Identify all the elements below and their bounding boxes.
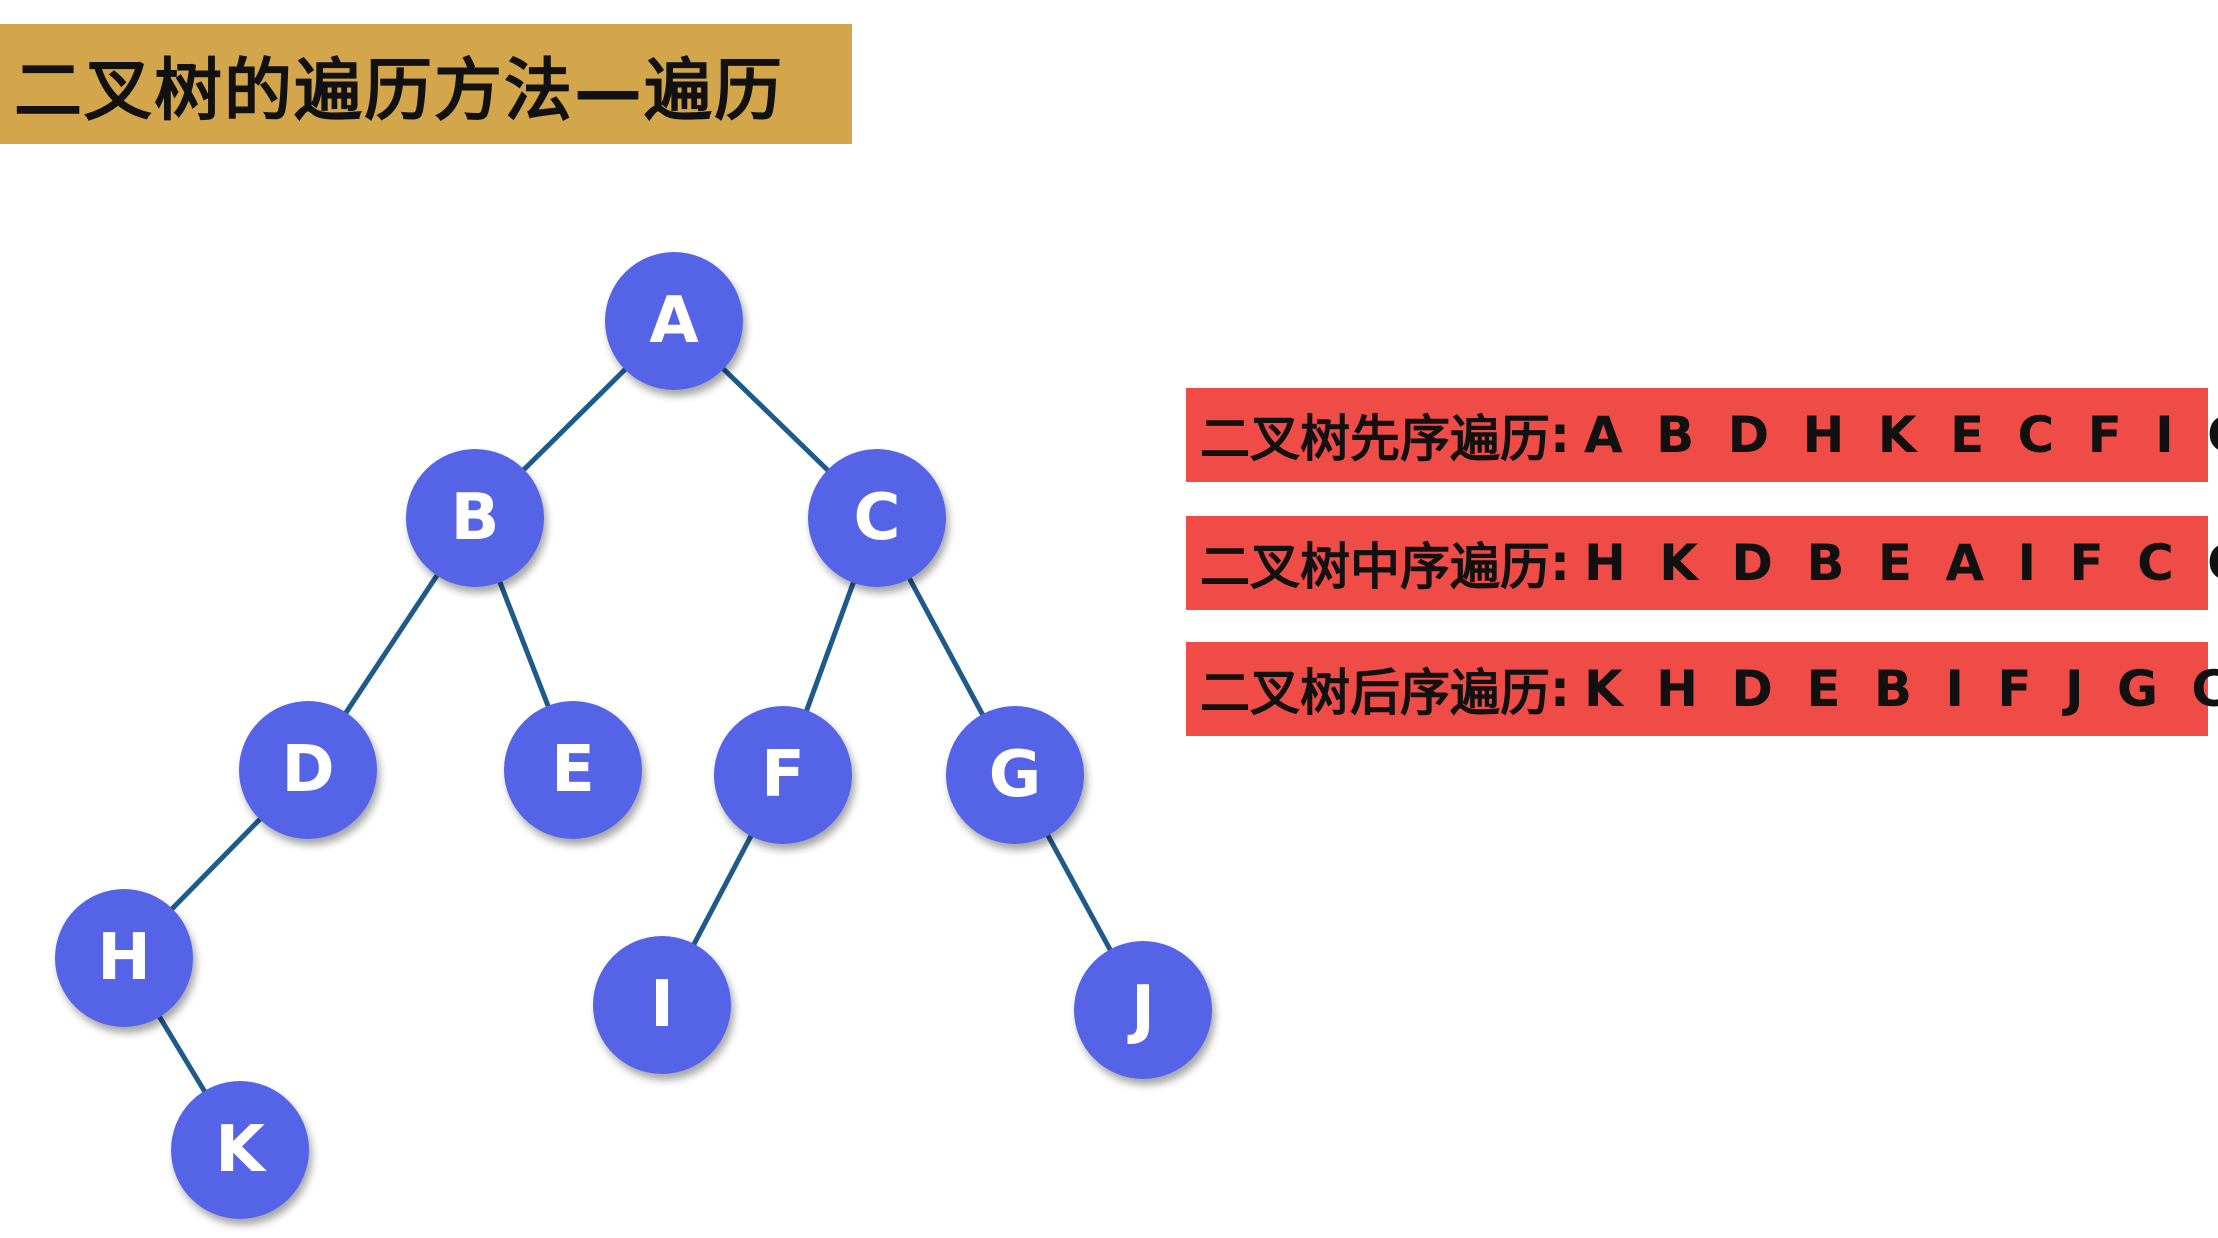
node-label: I	[650, 968, 674, 1042]
node-label: A	[649, 284, 699, 358]
page-title: 二叉树的遍历方法—遍历	[14, 51, 785, 131]
node-label: F	[761, 738, 805, 812]
tree-node-g: G	[946, 706, 1084, 844]
preorder-colon: :	[1550, 406, 1570, 464]
title-banner: 二叉树的遍历方法—遍历	[0, 24, 852, 144]
edge-d-h	[167, 814, 265, 914]
node-circle	[946, 706, 1084, 844]
tree-node-e: E	[504, 701, 642, 839]
tree-edges	[155, 364, 1115, 1096]
node-circle	[1074, 941, 1212, 1079]
tree-node-j: J	[1074, 941, 1212, 1079]
inorder-box: 二叉树中序遍历 : H K D B E A I F C G J	[1186, 516, 2218, 610]
node-circle	[171, 1081, 309, 1219]
node-circle	[239, 701, 377, 839]
edge-b-d	[341, 570, 442, 718]
postorder-box: 二叉树后序遍历 : K H D E B I F J G C A	[1186, 642, 2218, 736]
edge-f-i	[690, 831, 755, 949]
tree-node-i: I	[593, 936, 731, 1074]
tree-node-k: K	[171, 1081, 309, 1219]
node-circle	[714, 706, 852, 844]
tree-node-f: F	[714, 706, 852, 844]
inorder-label: 二叉树中序遍历	[1200, 538, 1550, 596]
edge-g-j	[1043, 830, 1115, 955]
binary-tree-diagram: A B C D E F G H I J K	[55, 252, 1212, 1219]
postorder-colon: :	[1550, 660, 1570, 718]
node-circle	[406, 449, 544, 587]
edge-b-e	[496, 577, 552, 711]
tree-node-c: C	[808, 449, 946, 587]
preorder-sequence: A B D H K E C F I G J	[1584, 406, 2218, 464]
tree-node-d: D	[239, 701, 377, 839]
node-label: D	[281, 733, 334, 807]
node-label: E	[551, 733, 595, 807]
node-label: J	[1127, 973, 1155, 1047]
tree-node-h: H	[55, 889, 193, 1027]
edge-a-b	[519, 364, 630, 475]
node-circle	[808, 449, 946, 587]
node-label: B	[451, 481, 500, 555]
postorder-label: 二叉树后序遍历	[1200, 664, 1550, 722]
node-label: H	[97, 921, 151, 995]
tree-nodes: A B C D E F G H I J K	[55, 252, 1212, 1219]
inorder-colon: :	[1550, 534, 1570, 592]
edge-h-k	[155, 1012, 209, 1096]
edge-c-g	[905, 574, 987, 719]
node-circle	[504, 701, 642, 839]
tree-node-a: A	[605, 252, 743, 390]
edge-a-c	[718, 364, 833, 475]
node-circle	[593, 936, 731, 1074]
node-circle	[605, 252, 743, 390]
inorder-sequence: H K D B E A I F C G J	[1584, 534, 2218, 592]
tree-node-b: B	[406, 449, 544, 587]
edge-c-f	[802, 578, 858, 715]
postorder-sequence: K H D E B I F J G C A	[1584, 660, 2218, 718]
node-circle	[55, 889, 193, 1027]
node-label: K	[215, 1113, 267, 1187]
node-label: G	[989, 738, 1042, 812]
preorder-box: 二叉树先序遍历 : A B D H K E C F I G J	[1186, 388, 2218, 482]
preorder-label: 二叉树先序遍历	[1200, 410, 1550, 468]
node-label: C	[854, 481, 901, 555]
